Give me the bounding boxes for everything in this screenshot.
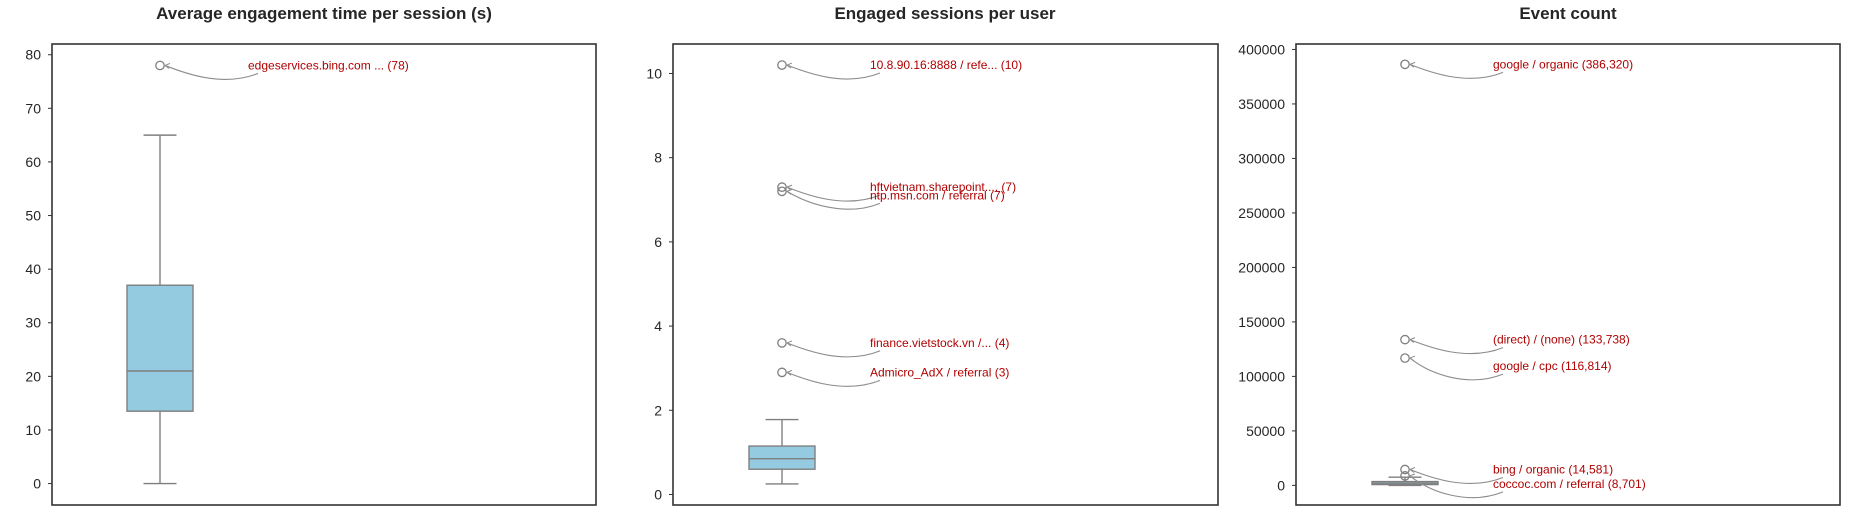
- chart-title: Average engagement time per session (s): [156, 4, 492, 23]
- iqr-box: [126, 284, 194, 412]
- annotation-connector: [786, 342, 881, 358]
- y-tick-label: 2: [654, 402, 662, 418]
- outlier-point: [777, 60, 787, 70]
- outlier-annotation: hftvietnam.sharepoint.... (7): [870, 180, 1016, 194]
- annotation-arrowhead: [786, 188, 793, 195]
- annotation-connector: [1409, 475, 1504, 499]
- annotation-connector: [1409, 63, 1504, 79]
- iqr-box: [748, 445, 816, 470]
- chart-panel-1: Average engagement time per session (s) 0…: [25, 4, 597, 506]
- y-tick-label: 10: [646, 65, 662, 81]
- y-tick-label: 70: [25, 100, 41, 116]
- y-tick-label: 20: [25, 368, 41, 384]
- outlier-annotation: (direct) / (none) (133,738): [1493, 333, 1630, 347]
- y-tick-label: 50: [25, 208, 41, 224]
- outlier-point: [1400, 353, 1410, 363]
- y-tick-label: 6: [654, 234, 662, 250]
- outlier-annotation: google / cpc (116,814): [1493, 359, 1612, 373]
- annotation-connector: [1409, 468, 1504, 484]
- outlier-point: [777, 182, 787, 192]
- annotation-connector: [786, 186, 881, 202]
- annotation-arrowhead: [1409, 355, 1416, 362]
- y-tick-label: 0: [654, 486, 662, 502]
- annotation-connector: [786, 190, 881, 210]
- plot-frame: [1295, 43, 1841, 506]
- y-tick-label: 250000: [1238, 205, 1285, 221]
- outlier-point: [1400, 334, 1410, 345]
- annotation-arrowhead: [786, 340, 793, 347]
- annotation-connector: [1409, 339, 1504, 355]
- y-tick-label: 30: [25, 315, 41, 331]
- outlier-annotation: coccoc.com / referral (8,701): [1493, 477, 1646, 491]
- outlier-annotation: finance.vietstock.vn /... (4): [870, 336, 1009, 350]
- y-tick-label: 8: [654, 150, 662, 166]
- y-tick-label: 0: [33, 476, 41, 492]
- plot-frame: [51, 43, 597, 506]
- annotation-arrowhead: [786, 62, 793, 69]
- annotation-arrowhead: [164, 62, 171, 69]
- outlier-point: [1400, 464, 1410, 475]
- annotation-connector: [164, 64, 259, 80]
- y-tick-label: 200000: [1238, 259, 1285, 275]
- outlier-point: [1400, 471, 1410, 481]
- y-tick-label: 300000: [1238, 150, 1285, 166]
- y-tick-label: 80: [25, 47, 41, 63]
- outlier-annotation: edgeservices.bing.com ... (78): [248, 58, 409, 72]
- y-tick-label: 60: [25, 154, 41, 170]
- outlier-point: [1400, 59, 1410, 70]
- annotation-arrowhead: [1409, 337, 1416, 344]
- chart-title: Event count: [1519, 4, 1617, 23]
- outlier-annotation: 10.8.90.16:8888 / refe... (10): [870, 58, 1022, 72]
- chart-panel-3: Event count 0 50000 100000 150000 200000 25000…: [1238, 4, 1841, 506]
- outlier-annotation: Admicro_AdX / referral (3): [870, 365, 1009, 379]
- annotation-arrowhead: [1409, 467, 1416, 473]
- y-tick-label: 0: [1277, 477, 1285, 493]
- y-tick-label: 150000: [1238, 314, 1285, 330]
- annotation-connector: [786, 371, 881, 387]
- annotation-connector: [1409, 357, 1504, 381]
- outlier-annotation: ntp.msn.com / referral (7): [870, 188, 1005, 202]
- y-tick-label: 4: [654, 318, 662, 334]
- chart-panel-2: Engaged sessions per user 0 2 4 6 8 10 10.8.90.…: [646, 4, 1219, 506]
- annotation-connector: [786, 64, 881, 80]
- y-tick-label: 350000: [1238, 96, 1285, 112]
- outlier-point: [155, 60, 165, 71]
- annotation-arrowhead: [1409, 61, 1416, 68]
- y-tick-label: 100000: [1238, 368, 1285, 384]
- outlier-annotation: google / organic (386,320): [1493, 57, 1633, 71]
- annotation-arrowhead: [1409, 473, 1416, 480]
- annotation-arrowhead: [786, 369, 793, 376]
- chart-title: Engaged sessions per user: [834, 4, 1055, 23]
- outlier-point: [777, 186, 787, 197]
- outlier-point: [777, 367, 787, 378]
- y-tick-label: 400000: [1238, 41, 1285, 57]
- outlier-annotation: bing / organic (14,581): [1493, 462, 1613, 476]
- outlier-point: [777, 338, 787, 348]
- plot-frame: [672, 43, 1219, 506]
- y-tick-label: 50000: [1246, 423, 1285, 439]
- y-tick-label: 10: [25, 422, 41, 438]
- y-tick-label: 40: [25, 261, 41, 277]
